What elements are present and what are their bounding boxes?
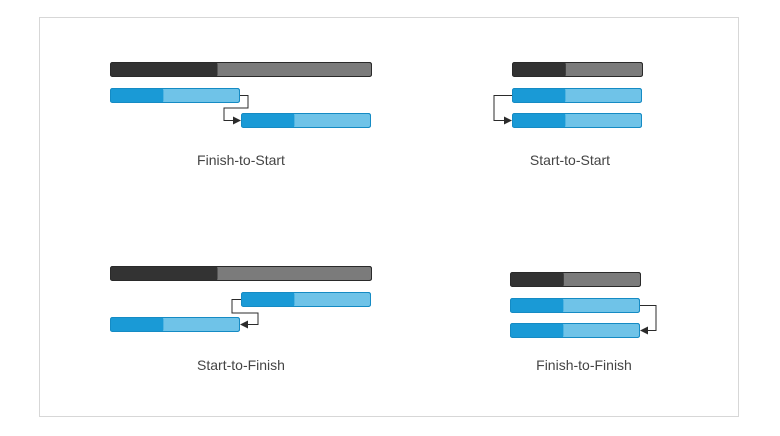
summary-bar-outline xyxy=(510,272,641,287)
task-bar-successor-outline xyxy=(110,317,240,332)
summary-bar-progress xyxy=(510,272,564,287)
summary-bar-outline xyxy=(512,62,643,77)
dependency-arrow xyxy=(640,305,657,335)
panel-start-to-start xyxy=(493,62,643,128)
task-bar-successor-progress xyxy=(512,113,566,128)
label-start-to-start: Start-to-Start xyxy=(529,152,611,168)
task-bar-successor xyxy=(512,113,642,128)
task-bar-predecessor xyxy=(510,298,640,313)
summary-bar xyxy=(510,272,641,287)
task-bar-successor-outline xyxy=(512,113,642,128)
task-bar-predecessor-progress xyxy=(241,292,295,307)
task-bar-successor-progress xyxy=(110,317,164,332)
dependency-arrow xyxy=(231,299,259,329)
task-bar-predecessor-outline xyxy=(512,88,642,103)
task-bar-predecessor xyxy=(241,292,371,307)
panel-finish-to-start xyxy=(110,62,372,128)
task-bar-predecessor-progress xyxy=(512,88,566,103)
task-bar-predecessor-progress xyxy=(510,298,564,313)
task-bar-predecessor-outline xyxy=(110,88,240,103)
task-bar-predecessor xyxy=(512,88,642,103)
task-bar-successor-outline xyxy=(510,323,640,338)
task-bar-predecessor-outline xyxy=(241,292,371,307)
task-bar-predecessor xyxy=(110,88,240,103)
label-finish-to-finish: Finish-to-Finish xyxy=(536,357,632,373)
task-bar-successor xyxy=(241,113,371,128)
label-start-to-finish: Start-to-Finish xyxy=(197,357,285,373)
task-bar-successor-progress xyxy=(241,113,295,128)
label-finish-to-start: Finish-to-Start xyxy=(197,152,285,168)
summary-bar-outline xyxy=(110,62,372,77)
task-bar-successor-progress xyxy=(510,323,564,338)
task-bar-predecessor-outline xyxy=(510,298,640,313)
summary-bar-progress xyxy=(110,62,218,77)
panel-finish-to-finish xyxy=(510,272,657,338)
task-bar-predecessor-progress xyxy=(110,88,164,103)
task-bar-successor-outline xyxy=(241,113,371,128)
summary-bar-outline xyxy=(110,266,372,281)
dependency-arrow xyxy=(223,95,249,125)
task-bar-successor xyxy=(110,317,240,332)
panel-start-to-finish xyxy=(110,266,372,332)
dependency-arrow xyxy=(493,95,512,125)
summary-bar xyxy=(110,62,372,77)
summary-bar-progress xyxy=(512,62,566,77)
task-bar-successor xyxy=(510,323,640,338)
summary-bar xyxy=(110,266,372,281)
summary-bar-progress xyxy=(110,266,218,281)
diagram-frame xyxy=(39,17,739,417)
summary-bar xyxy=(512,62,643,77)
